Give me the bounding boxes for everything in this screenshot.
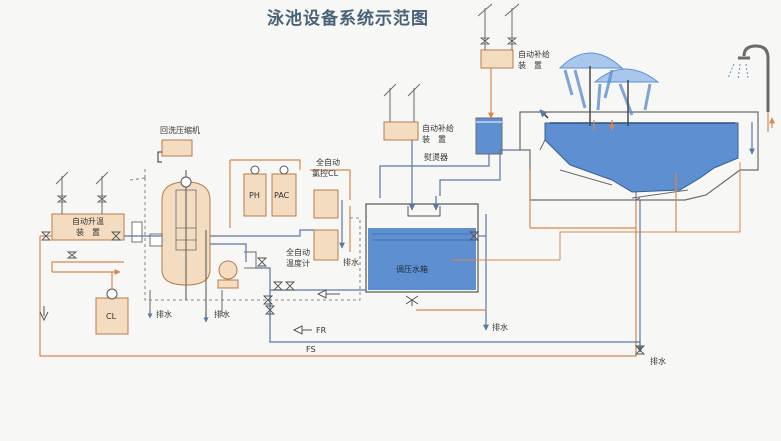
balance-tank xyxy=(365,140,479,306)
drain-label-3: 排水 xyxy=(492,323,508,332)
heater-label: 熨燙器 xyxy=(424,153,448,162)
drain-vertical-label: 排水 xyxy=(343,258,359,267)
drain-label-2: 排水 xyxy=(214,310,230,319)
circulation-pump xyxy=(217,251,257,289)
backwash-blower-label: 回洗压缩机 xyxy=(160,126,200,135)
flow-arrow-left xyxy=(316,289,340,299)
shower-fixture xyxy=(727,44,775,155)
cl-tank-label: CL xyxy=(106,312,117,321)
control-boundary xyxy=(144,178,361,301)
auto-cl-label-2: 氯控CL xyxy=(312,169,339,178)
top-refill-device xyxy=(379,3,520,198)
auto-cl-label-1: 全自动 xyxy=(316,158,340,167)
ph-pac-tanks xyxy=(229,159,301,228)
pac-label: PAC xyxy=(274,191,290,200)
balance-tank-label: 调压水箱 xyxy=(396,265,428,274)
top-refill-label-1: 自动补给 xyxy=(518,50,550,59)
skimmer-arrow xyxy=(539,109,549,119)
backwash-blower xyxy=(157,139,193,163)
swimming-pool xyxy=(519,111,759,229)
fr-flow-arrow xyxy=(292,325,312,335)
mid-refill-device xyxy=(383,83,421,141)
fr-label: FR xyxy=(316,326,327,335)
cl-dosing-tank xyxy=(95,272,129,335)
diagram-title: 泳池设备系统示范图 xyxy=(267,9,429,29)
auto-temp-raise-label-2: 装 置 xyxy=(76,228,100,237)
auto-temp-raise-device xyxy=(51,171,143,243)
auto-temp-label-2: 温度计 xyxy=(286,259,310,268)
drain-label-4: 排水 xyxy=(650,357,666,366)
ph-label: PH xyxy=(249,191,260,200)
down-arrow-left xyxy=(39,306,49,322)
fs-label: FS xyxy=(306,345,316,354)
valves xyxy=(40,231,646,355)
auto-temp-raise-label-1: 自动升温 xyxy=(72,217,104,226)
sand-filter xyxy=(149,170,211,290)
mid-refill-label-1: 自动补给 xyxy=(422,124,454,133)
fountain-feature xyxy=(558,52,660,130)
overflow-return-pipe xyxy=(439,149,520,196)
mid-refill-label-2: 装 置 xyxy=(422,135,446,144)
auto-temp-label-1: 全自动 xyxy=(286,248,310,257)
drain-label-1: 排水 xyxy=(156,310,172,319)
top-refill-label-2: 装 置 xyxy=(518,61,542,70)
auto-controllers xyxy=(310,169,351,261)
